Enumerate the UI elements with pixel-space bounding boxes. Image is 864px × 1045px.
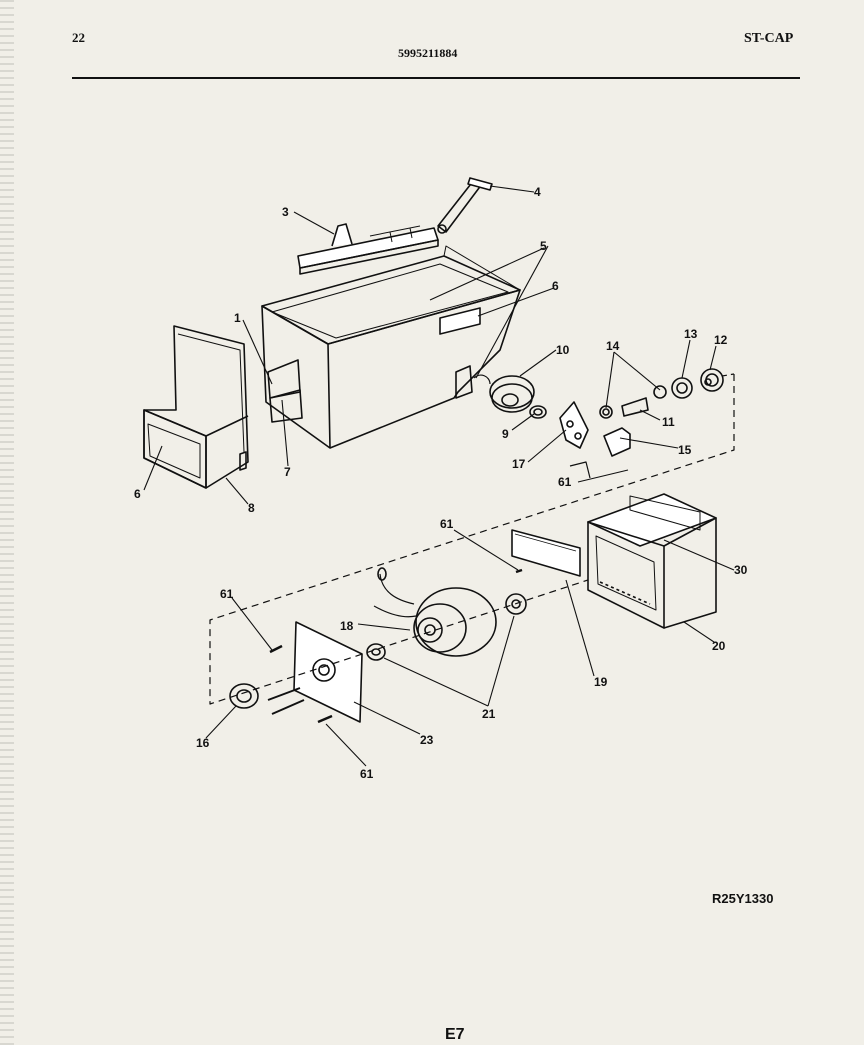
page-number: 22 (72, 30, 85, 45)
drive-gear-drawing (473, 374, 547, 419)
insulator-plate-drawing (511, 529, 581, 577)
callout-label: 16 (196, 736, 210, 750)
callout-label: 15 (678, 443, 692, 457)
callout-label: 4 (534, 185, 541, 199)
callout-label: 61 (220, 587, 234, 601)
callout-label: 21 (482, 707, 496, 721)
callout-label: 19 (594, 675, 608, 689)
motor-housing-drawing (587, 493, 717, 629)
callout-label: 13 (684, 327, 698, 341)
page-code: E7 (445, 1026, 465, 1043)
gear-16-drawing (229, 683, 259, 709)
callout-label: 3 (282, 205, 289, 219)
callout-label: 30 (734, 563, 748, 577)
callout-label: 9 (502, 427, 509, 441)
callout-label: 61 (440, 517, 454, 531)
small-parts-drawing (569, 368, 724, 479)
callout-label: 61 (360, 767, 374, 781)
callout-label: 18 (340, 619, 354, 633)
callout-label: 14 (606, 339, 620, 353)
callout-label: 6 (552, 279, 559, 293)
mounting-plate-drawing (267, 621, 363, 723)
ice-container-drawing (261, 245, 521, 449)
drawing-code: R25Y1330 (712, 891, 774, 906)
cover-part-drawing (297, 223, 439, 275)
callout-label: 23 (420, 733, 434, 747)
callout-label: 7 (284, 465, 291, 479)
arm-part-drawing (437, 177, 493, 234)
front-panel-drawing (143, 325, 249, 489)
callout-label: 5 (540, 239, 547, 253)
callout-label: 61 (558, 475, 572, 489)
model-code: ST-CAP (744, 31, 794, 46)
callout-labels: 1 3 4 5 6 6 7 8 9 10 11 12 13 14 15 16 1… (134, 185, 748, 781)
small-gears-drawing (366, 593, 527, 661)
cam-part-drawing (559, 401, 589, 449)
screws-drawing (269, 568, 523, 724)
callout-label: 8 (248, 501, 255, 515)
scan-edge-noise (0, 0, 14, 1045)
callout-label: 17 (512, 457, 526, 471)
callout-label: 11 (662, 415, 675, 429)
header-rule (72, 77, 800, 79)
callout-label: 6 (134, 487, 141, 501)
callout-label: 20 (712, 639, 726, 653)
motor-assembly-drawing (373, 567, 497, 657)
callout-label: 12 (714, 333, 728, 347)
callout-label: 10 (556, 343, 570, 357)
part-number: 5995211884 (398, 46, 458, 60)
callout-label: 1 (234, 311, 241, 325)
